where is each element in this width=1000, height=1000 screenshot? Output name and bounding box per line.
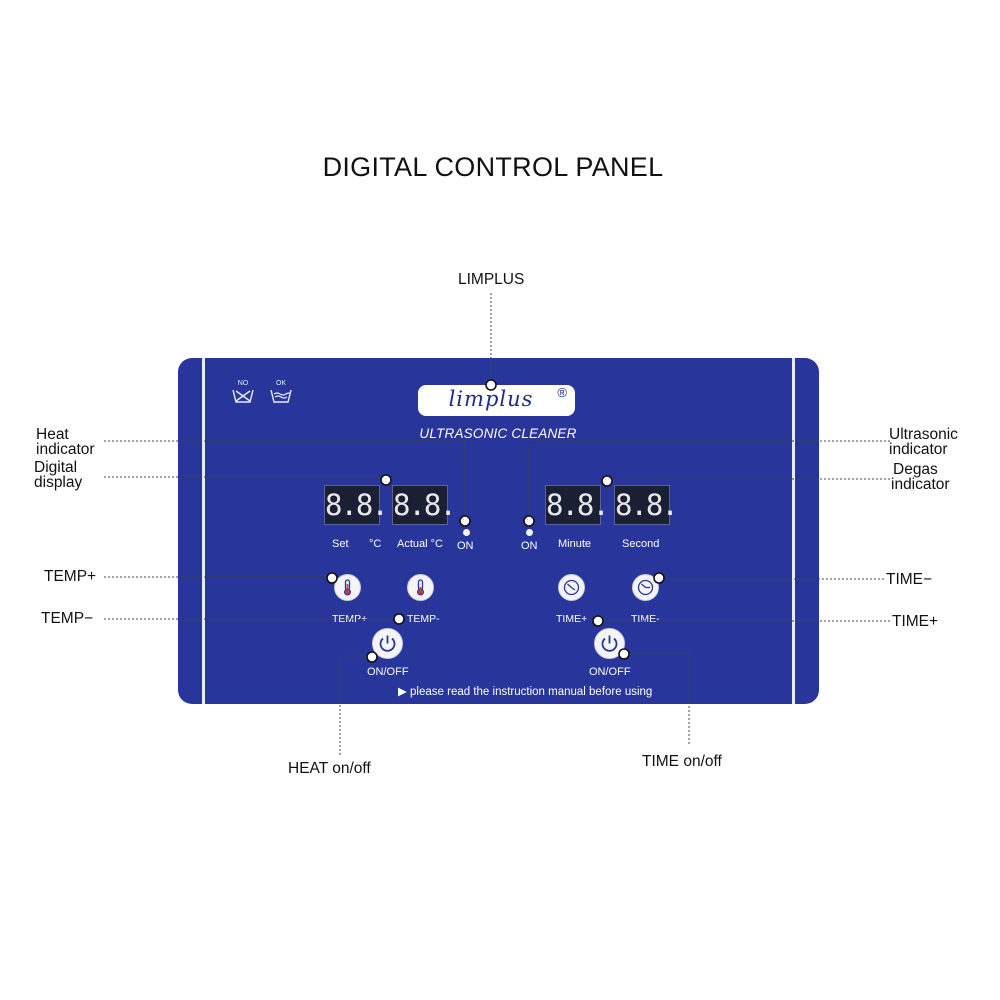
- callout-digital-display-line1: Digital: [34, 459, 78, 476]
- callout-heat-indicator-line2: indicator: [36, 441, 95, 458]
- temp-minus-label: TEMP-: [407, 613, 440, 625]
- second-display: 8.8.: [614, 485, 679, 525]
- wash-no-label: NO: [237, 380, 249, 387]
- power-icon: [379, 635, 396, 652]
- panel-stripe-left: [202, 358, 205, 704]
- time-minus-label: TIME-: [631, 613, 660, 625]
- thermometer-icon: [344, 579, 351, 596]
- callout-temp-minus: TEMP−: [41, 610, 94, 627]
- temp-minus-button[interactable]: [407, 574, 434, 601]
- heat-on-label: ON: [457, 540, 474, 552]
- ultrasonic-on-label: ON: [521, 540, 538, 552]
- temp-plus-button[interactable]: [334, 574, 361, 601]
- set-label: Set: [332, 538, 349, 550]
- callout-ultrasonic-indicator: Ultrasonic indicator: [889, 426, 958, 458]
- callout-degas-indicator: Degas indicator: [891, 461, 950, 493]
- brand-logo: limplus ®: [418, 385, 575, 416]
- wash-ok-label: OK: [275, 380, 287, 387]
- wash-no-icon: NO: [228, 380, 258, 403]
- callout-ultrasonic-indicator-line2: indicator: [889, 441, 948, 458]
- panel-subtitle: ULTRASONIC CLEANER: [419, 426, 577, 441]
- callout-digital-display: Digital display: [34, 459, 83, 491]
- callout-degas-indicator-line1: Degas: [893, 461, 938, 478]
- actual-label: Actual °C: [397, 538, 443, 550]
- control-panel: NO OK limplus ® ULTRASONIC CLEANER 8.8. …: [178, 358, 819, 704]
- callout-temp-plus: TEMP+: [44, 568, 97, 585]
- page-title: DIGITAL CONTROL PANEL: [322, 152, 664, 182]
- minute-display: 8.8.: [545, 485, 610, 525]
- second-label: Second: [622, 538, 660, 550]
- clock-icon: [563, 579, 580, 596]
- callout-heat-indicator: Heat indicator: [36, 426, 95, 458]
- power-icon: [601, 635, 618, 652]
- temp-plus-label: TEMP+: [332, 613, 368, 625]
- ultrasonic-indicator-led: [526, 529, 533, 536]
- callout-ultrasonic-indicator-line1: Ultrasonic: [889, 426, 958, 443]
- heat-indicator-led: [463, 529, 470, 536]
- heat-power-button[interactable]: [372, 628, 403, 659]
- set-temp-display: 8.8.: [324, 485, 389, 525]
- panel-stripe-right: [792, 358, 795, 704]
- time-power-button[interactable]: [594, 628, 625, 659]
- callout-degas-indicator-line2: indicator: [891, 476, 950, 493]
- time-plus-label: TIME+: [556, 613, 588, 625]
- callout-digital-display-line2: display: [34, 474, 83, 491]
- actual-temp-display: 8.8.: [392, 485, 457, 525]
- callout-time-minus: TIME−: [886, 571, 933, 588]
- instruction-notice: ▶ please read the instruction manual bef…: [398, 686, 653, 698]
- time-power-label: ON/OFF: [589, 666, 631, 678]
- time-minus-button[interactable]: [632, 574, 659, 601]
- minute-label: Minute: [558, 538, 592, 550]
- wash-ok-icon: OK: [266, 380, 296, 403]
- clock-icon: [637, 579, 654, 596]
- callout-time-onoff: TIME on/off: [642, 753, 722, 770]
- time-plus-button[interactable]: [558, 574, 585, 601]
- set-unit-label: °C: [369, 538, 382, 550]
- registered-mark: ®: [557, 385, 567, 400]
- callout-time-plus: TIME+: [892, 613, 939, 630]
- thermometer-icon: [417, 579, 424, 596]
- brand-name: limplus: [448, 387, 534, 411]
- heat-power-label: ON/OFF: [367, 666, 409, 678]
- callout-limplus: LIMPLUS: [458, 271, 525, 288]
- callout-heat-onoff: HEAT on/off: [288, 760, 371, 777]
- callout-heat-indicator-line1: Heat: [36, 426, 69, 443]
